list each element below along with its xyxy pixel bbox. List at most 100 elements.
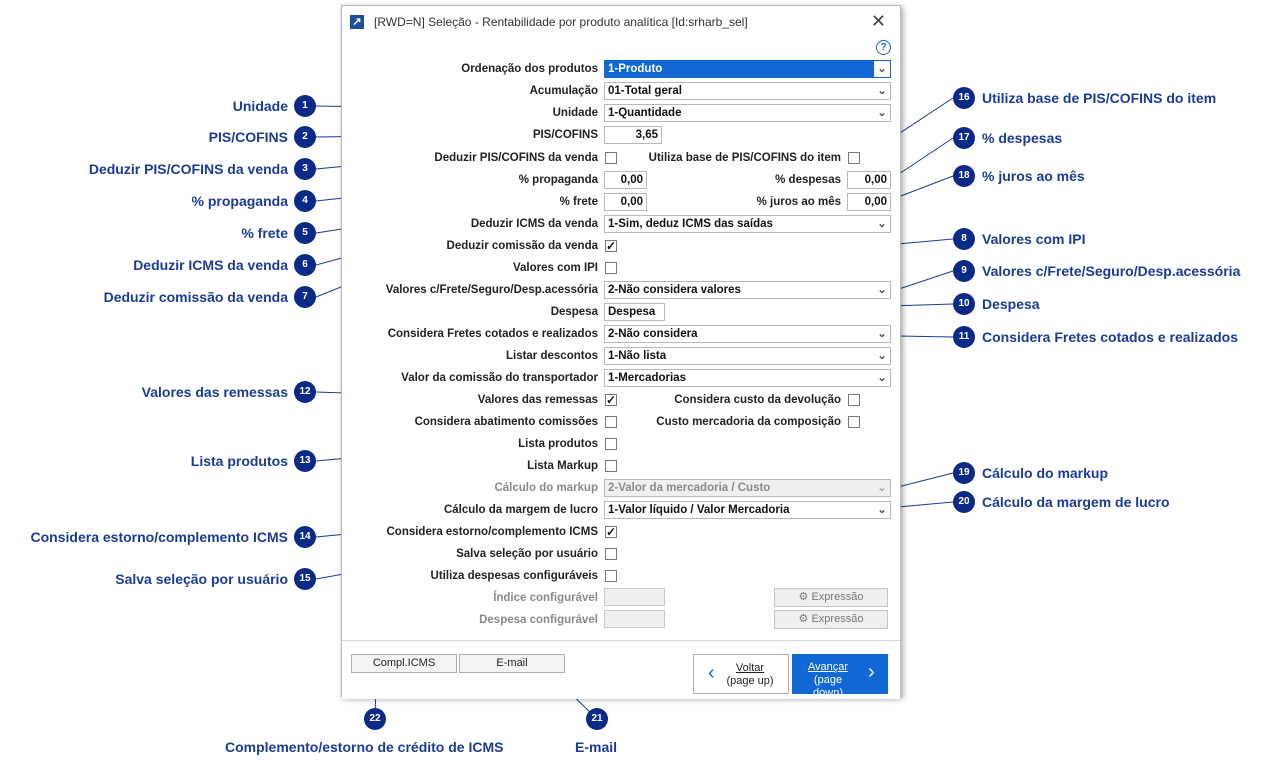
listar-descontos-label: Listar descontos (505, 350, 598, 362)
listar-descontos-select[interactable]: 1-Não lista⌄ (604, 347, 891, 365)
frete-label: % frete (559, 196, 598, 208)
dialog-footer: Compl.ICMS E-mail ‹ Voltar (page up) Ava… (342, 640, 900, 699)
avancar-label: Avançar (807, 661, 849, 673)
avancar-button[interactable]: Avançar (page down) › (792, 654, 888, 699)
chevron-down-icon: ⌄ (874, 480, 890, 496)
callout-badge-3: 3 (294, 158, 316, 180)
calculo-markup-label: Cálculo do markup (494, 482, 598, 494)
callout-badge-15: 15 (294, 568, 316, 590)
callout-label-11: Considera Fretes cotados e realizados (982, 329, 1238, 345)
estorno-icms-label: Considera estorno/complemento ICMS (386, 526, 598, 538)
chevron-down-icon: ⌄ (874, 216, 890, 232)
ordenacao-select[interactable]: 1-Produto⌄ (604, 60, 891, 78)
callout-label-7: Deduzir comissão da venda (103, 289, 288, 305)
callout-badge-14: 14 (294, 526, 316, 548)
deduzir-pis-label: Deduzir PIS/COFINS da venda (434, 152, 598, 164)
despesa-label: Despesa (550, 306, 598, 318)
callout-badge-7: 7 (294, 286, 316, 308)
salva-selecao-label: Salva seleção por usuário (456, 548, 598, 560)
callout-label-17: % despesas (982, 130, 1063, 146)
callout-label-10: Despesa (982, 296, 1040, 312)
despesas-config-checkbox[interactable] (605, 570, 617, 582)
deduzir-comissao-label: Deduzir comissão da venda (446, 240, 598, 252)
window-title: [RWD=N] Seleção - Rentabilidade por prod… (374, 15, 748, 29)
valores-frete-select[interactable]: 2-Não considera valores⌄ (604, 281, 891, 299)
expressao-button-2[interactable]: ⚙ Expressão (774, 610, 888, 629)
fretes-cotados-select[interactable]: 2-Não considera⌄ (604, 325, 891, 343)
valores-remessas-checkbox[interactable]: ✓ (605, 393, 617, 407)
propaganda-input[interactable]: 0,00 (604, 171, 647, 189)
indice-config-input[interactable] (604, 588, 665, 606)
title-bar: ↗ [RWD=N] Seleção - Rentabilidade por pr… (342, 6, 900, 38)
despesas-label: % despesas (775, 174, 841, 186)
chevron-down-icon: ⌄ (874, 348, 890, 364)
callout-label-9: Valores c/Frete/Seguro/Desp.acessória (982, 263, 1241, 279)
utiliza-base-pis-checkbox[interactable] (848, 152, 860, 164)
callout-label-4: % propaganda (191, 193, 288, 209)
callout-badge-1: 1 (294, 95, 316, 117)
valores-frete-label: Valores c/Frete/Seguro/Desp.acessória (385, 284, 598, 296)
arrow-icon: ↗ (350, 15, 364, 29)
ordenacao-label: Ordenação dos produtos (461, 63, 598, 75)
custo-composicao-label: Custo mercadoria da composição (656, 416, 841, 428)
email-button[interactable]: E-mail (459, 654, 565, 673)
form-content: ? Ordenação dos produtos 1-Produto⌄ Acum… (342, 38, 900, 640)
utiliza-base-pis-label: Utiliza base de PIS/COFINS do item (648, 152, 841, 164)
chevron-right-icon: › (868, 661, 875, 683)
estorno-icms-checkbox[interactable]: ✓ (605, 525, 617, 539)
callout-badge-13: 13 (294, 450, 316, 472)
valores-ipi-checkbox[interactable] (605, 262, 617, 274)
indice-config-label: Índice configurável (493, 592, 598, 604)
custo-devolucao-label: Considera custo da devolução (674, 394, 841, 406)
acumulacao-label: Acumulação (529, 85, 598, 97)
despesas-input[interactable]: 0,00 (847, 171, 891, 189)
chevron-left-icon: ‹ (708, 662, 715, 684)
close-icon[interactable]: ✕ (870, 11, 886, 31)
salva-selecao-checkbox[interactable] (605, 548, 617, 560)
calculo-margem-select[interactable]: 1-Valor líquido / Valor Mercadoria⌄ (604, 501, 891, 519)
calculo-markup-select[interactable]: 2-Valor da mercadoria / Custo⌄ (604, 479, 891, 497)
custo-composicao-checkbox[interactable] (848, 416, 860, 428)
callout-badge-20: 20 (953, 491, 975, 513)
despesa-config-input[interactable] (604, 610, 665, 628)
valores-ipi-label: Valores com IPI (512, 262, 598, 274)
callout-badge-11: 11 (953, 326, 975, 348)
abatimento-comissoes-checkbox[interactable] (605, 416, 617, 428)
expressao-button-1[interactable]: ⚙ Expressão (774, 588, 888, 607)
lista-produtos-label: Lista produtos (518, 438, 598, 450)
unidade-select[interactable]: 1-Quantidade⌄ (604, 104, 891, 122)
callout-label-22: Complemento/estorno de crédito de ICMS (225, 739, 504, 755)
valores-remessas-label: Valores das remessas (477, 394, 598, 406)
despesas-config-label: Utiliza despesas configuráveis (430, 570, 598, 582)
pis-cofins-input[interactable]: 3,65 (604, 126, 662, 144)
custo-devolucao-checkbox[interactable] (848, 394, 860, 406)
valor-comissao-transp-label: Valor da comissão do transportador (401, 372, 598, 384)
deduzir-icms-select[interactable]: 1-Sim, deduz ICMS das saídas⌄ (604, 215, 891, 233)
lista-markup-checkbox[interactable] (605, 460, 617, 472)
callout-label-6: Deduzir ICMS da venda (133, 257, 288, 273)
despesa-input[interactable]: Despesa (604, 303, 665, 321)
help-icon[interactable]: ? (876, 40, 891, 55)
fretes-cotados-label: Considera Fretes cotados e realizados (387, 328, 598, 340)
lista-produtos-checkbox[interactable] (605, 438, 617, 450)
acumulacao-select[interactable]: 01-Total geral⌄ (604, 82, 891, 100)
callout-badge-5: 5 (294, 222, 316, 244)
callout-label-14: Considera estorno/complemento ICMS (30, 529, 288, 545)
callout-label-16: Utiliza base de PIS/COFINS do item (982, 90, 1217, 106)
compl-icms-button[interactable]: Compl.ICMS (351, 654, 457, 673)
frete-input[interactable]: 0,00 (604, 193, 647, 211)
callout-badge-17: 17 (953, 127, 975, 149)
deduzir-pis-checkbox[interactable] (605, 152, 617, 164)
chevron-down-icon: ⌄ (874, 326, 890, 342)
juros-input[interactable]: 0,00 (847, 193, 891, 211)
callout-label-5: % frete (241, 225, 288, 241)
unidade-label: Unidade (552, 107, 598, 119)
voltar-button[interactable]: ‹ Voltar (page up) (693, 654, 789, 694)
valor-comissao-transp-select[interactable]: 1-Mercadorias⌄ (604, 369, 891, 387)
deduzir-comissao-checkbox[interactable]: ✓ (605, 239, 617, 253)
lista-markup-label: Lista Markup (527, 460, 598, 472)
callout-label-13: Lista produtos (190, 453, 288, 469)
avancar-sub-label: (page down) (813, 674, 843, 699)
chevron-down-icon: ⌄ (874, 83, 890, 99)
callout-label-21: E-mail (575, 739, 618, 755)
